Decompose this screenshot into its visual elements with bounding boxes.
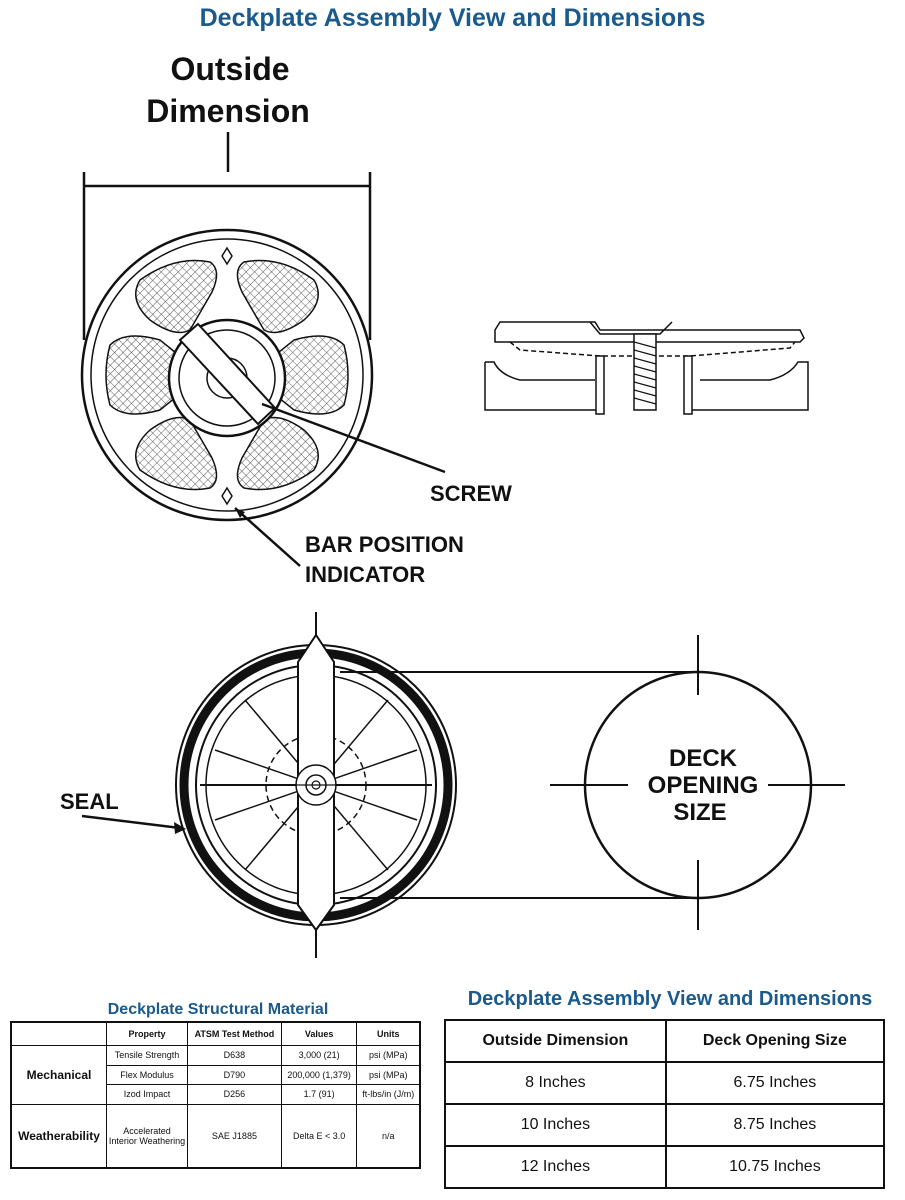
dimension-table-title: Deckplate Assembly View and Dimensions: [467, 988, 873, 1010]
bar-position-label-1: BAR POSITION: [305, 532, 464, 557]
material-header-row: Property ATSM Test Method Values Units: [10, 1021, 421, 1046]
assembly-drawing: Outside Dimension SCREW BAR POSITION IND…: [60, 51, 845, 958]
header-test-method: ATSM Test Method: [187, 1021, 282, 1046]
outside-dimension-label-1: Outside: [170, 51, 289, 87]
deck-opening-label-1: DECK: [669, 745, 738, 772]
bar-position-label-2: INDICATOR: [305, 562, 425, 587]
dimension-table: Outside Dimension Deck Opening Size 8 In…: [444, 1019, 886, 1189]
outside-dimension-label-2: Dimension: [146, 93, 310, 129]
table-row: Mechanical Tensile Strength D638 3,000 (…: [10, 1045, 421, 1105]
table-row: 8 Inches 6.75 Inches: [444, 1061, 886, 1105]
deckplate-side-view: [484, 321, 809, 415]
indicator-diamond-bottom: [221, 486, 233, 506]
deck-opening-label-2: OPENING: [648, 772, 759, 799]
header-outside-dimension: Outside Dimension: [444, 1019, 667, 1063]
header-property: Property: [106, 1021, 188, 1046]
deck-opening-label-3: SIZE: [673, 799, 726, 826]
deckplate-top-view: [80, 228, 374, 522]
seal-label: SEAL: [60, 789, 119, 814]
page-title: Deckplate Assembly View and Dimensions: [199, 4, 706, 32]
table-row: 12 Inches 10.75 Inches: [444, 1145, 886, 1189]
material-table: Property ATSM Test Method Values Units M…: [10, 1021, 421, 1169]
deck-opening-circle: [340, 635, 845, 930]
table-row: Weatherability Accelerated Interior Weat…: [10, 1103, 421, 1169]
deckplate-bottom-view: [175, 612, 457, 958]
mechanical-label: Mechanical: [10, 1045, 107, 1105]
table-row: 10 Inches 8.75 Inches: [444, 1103, 886, 1147]
header-values: Values: [280, 1021, 358, 1046]
dimension-header-row: Outside Dimension Deck Opening Size: [444, 1019, 886, 1063]
header-units: Units: [356, 1021, 421, 1046]
screw-label: SCREW: [430, 481, 512, 506]
indicator-diamond-top: [221, 246, 233, 266]
weatherability-label: Weatherability: [10, 1103, 107, 1169]
header-deck-opening-size: Deck Opening Size: [664, 1019, 886, 1063]
material-table-title: Deckplate Structural Material: [107, 1001, 329, 1018]
table-row: Flex Modulus D790 200,000 (1,379) psi (M…: [11, 1064, 421, 1085]
